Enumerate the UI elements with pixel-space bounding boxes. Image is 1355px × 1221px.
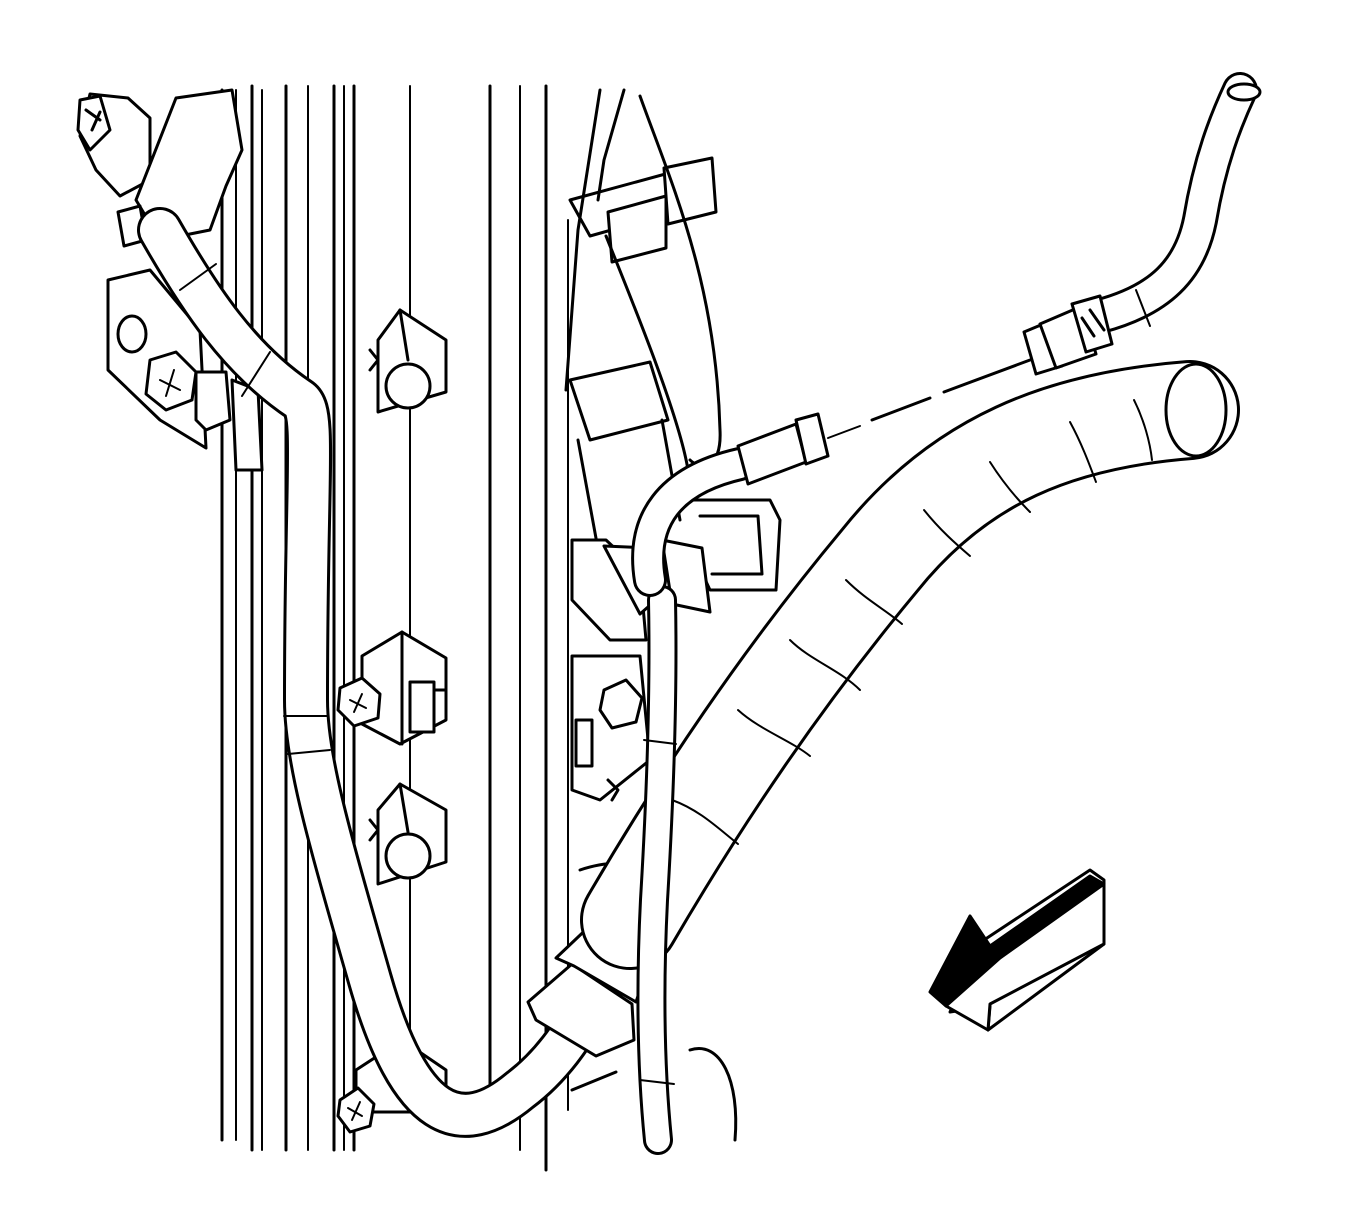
rail-clip-middle	[360, 630, 448, 746]
transmission-cooler-line-left	[137, 207, 623, 1138]
wrapped-hose-main	[580, 360, 1240, 970]
cooler-line-detached	[1022, 72, 1262, 376]
cooler-line-upper-pipe	[631, 412, 830, 597]
rail-clip-upper	[368, 308, 448, 414]
upper-left-clamp	[76, 88, 244, 248]
bolt-icon	[336, 676, 382, 728]
bolt-icon	[336, 1086, 376, 1134]
return-line-center	[636, 585, 678, 1155]
center-mount-bracket	[570, 498, 782, 802]
rail-clip-lower	[368, 782, 448, 886]
connection-alignment-line	[827, 358, 1032, 439]
direction-arrow-icon	[928, 868, 1106, 1032]
